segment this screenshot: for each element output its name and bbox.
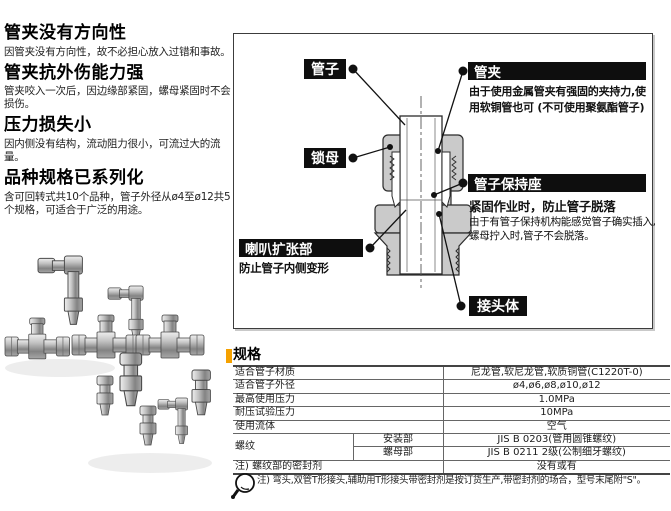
spec-table: 适合管子材质 尼龙管,软尼龙管,软质铜管(C1220T-0) 适合管子外径 ø4…	[233, 365, 670, 476]
spec-value: 10MPa	[442, 406, 670, 421]
spec-label: 螺纹	[233, 432, 353, 461]
feature-body: 因管夹没有方向性，故不必担心放入过错和事故。	[4, 45, 231, 58]
spec-value: ø4,ø6,ø8,ø10,ø12	[442, 379, 670, 394]
spec-label: 注) 螺纹部的密封剂	[233, 459, 443, 475]
spec-sublabel: 安装部	[352, 432, 443, 447]
table-row: 使用流体 空气	[233, 419, 670, 434]
table-row: 耐压试验压力 10MPa	[233, 406, 670, 421]
label-body: 接头体	[469, 296, 527, 316]
footnote-text: 注) 弯头,双管T形接头,辅助用T形接头带密封剂是按订货生产,带密封剂的场合，型…	[257, 475, 646, 486]
spec-value: JIS B 0203(管用圆锥螺纹)	[442, 432, 670, 447]
spec-label: 使用流体	[233, 419, 443, 434]
magnifier-icon	[231, 473, 255, 499]
label-clamp: 管夹	[468, 62, 646, 81]
spec-value: 空气	[442, 419, 670, 434]
spec-value: 尼龙管,软尼龙管,软质铜管(C1220T-0)	[442, 365, 670, 380]
feature-title: 管夹没有方向性	[4, 23, 127, 43]
table-row: 适合管子外径 ø4,ø6,ø8,ø10,ø12	[233, 379, 670, 394]
flare-description: 防止管子内侧变形	[239, 261, 329, 275]
table-row: 螺纹 安装部 JIS B 0203(管用圆锥螺纹)	[233, 432, 670, 461]
table-row: 最高使用压力 1.0MPa	[233, 392, 670, 407]
spec-value: 没有或有	[442, 459, 670, 475]
spec-value: 1.0MPa	[442, 392, 670, 407]
table-row: 适合管子材质 尼龙管,软尼龙管,软质铜管(C1220T-0)	[233, 365, 670, 380]
feature-title: 压力损失小	[4, 115, 92, 136]
feature-title: 管夹抗外伤能力强	[4, 62, 144, 83]
feature-title: 品种规格已系列化	[4, 168, 144, 189]
fitting-diagram-panel: 管子 管夹 由于使用金属管夹有强固的夹持力,使用软铜管也可 (不可使用聚氨酯管子…	[233, 33, 656, 329]
spec-label: 适合管子材质	[233, 365, 443, 380]
spec-value: JIS B 0211 2级(公制细牙螺纹)	[442, 446, 670, 461]
spec-label: 最高使用压力	[233, 392, 443, 407]
spec-sublabel: 螺母部	[352, 446, 443, 461]
holder-headline: 紧固作业时，防止管子脱落	[469, 199, 616, 214]
feature-body: 管夹咬入一次后，因边缘部紧固，螺母紧固时不会损伤。	[4, 85, 231, 111]
label-tube: 管子	[304, 59, 346, 79]
label-lock-nut: 锁母	[304, 148, 346, 168]
table-row: 注) 螺纹部的密封剂 没有或有	[233, 459, 670, 475]
spec-label: 适合管子外径	[233, 379, 443, 394]
label-tube-holder: 管子保持座	[468, 174, 646, 193]
label-flare: 喇叭扩张部	[239, 239, 363, 258]
feature-list: 管夹没有方向性 因管夹没有方向性，故不必担心放入过错和事故。 管夹抗外伤能力强 …	[4, 23, 236, 222]
spec-footnote: 注) 弯头,双管T形接头,辅助用T形接头带密封剂是按订货生产,带密封剂的场合，型…	[231, 472, 669, 500]
page-tab-marker	[226, 349, 232, 363]
table-row: 螺母部 JIS B 0211 2级(公制细牙螺纹)	[233, 446, 670, 461]
clamp-description: 由于使用金属管夹有强固的夹持力,使用软铜管也可 (不可使用聚氨酯管子)	[469, 85, 646, 114]
feature-body: 含可回转式共10个品种，管子外径从ø4至ø12共5个规格，可适合于广泛的用途。	[4, 190, 231, 216]
product-photos	[4, 255, 212, 473]
holder-description: 由于有管子保持机构能感觉管子确实插入,螺母拧入时,管子不会脱落。	[469, 216, 656, 243]
spec-label: 耐压试验压力	[233, 406, 443, 421]
fitting-cross-section-diagram	[348, 64, 473, 311]
feature-body: 因内侧没有结构，流动阻力很小，可流过大的流量。	[4, 138, 221, 164]
spec-section-title: 规格	[233, 347, 261, 363]
